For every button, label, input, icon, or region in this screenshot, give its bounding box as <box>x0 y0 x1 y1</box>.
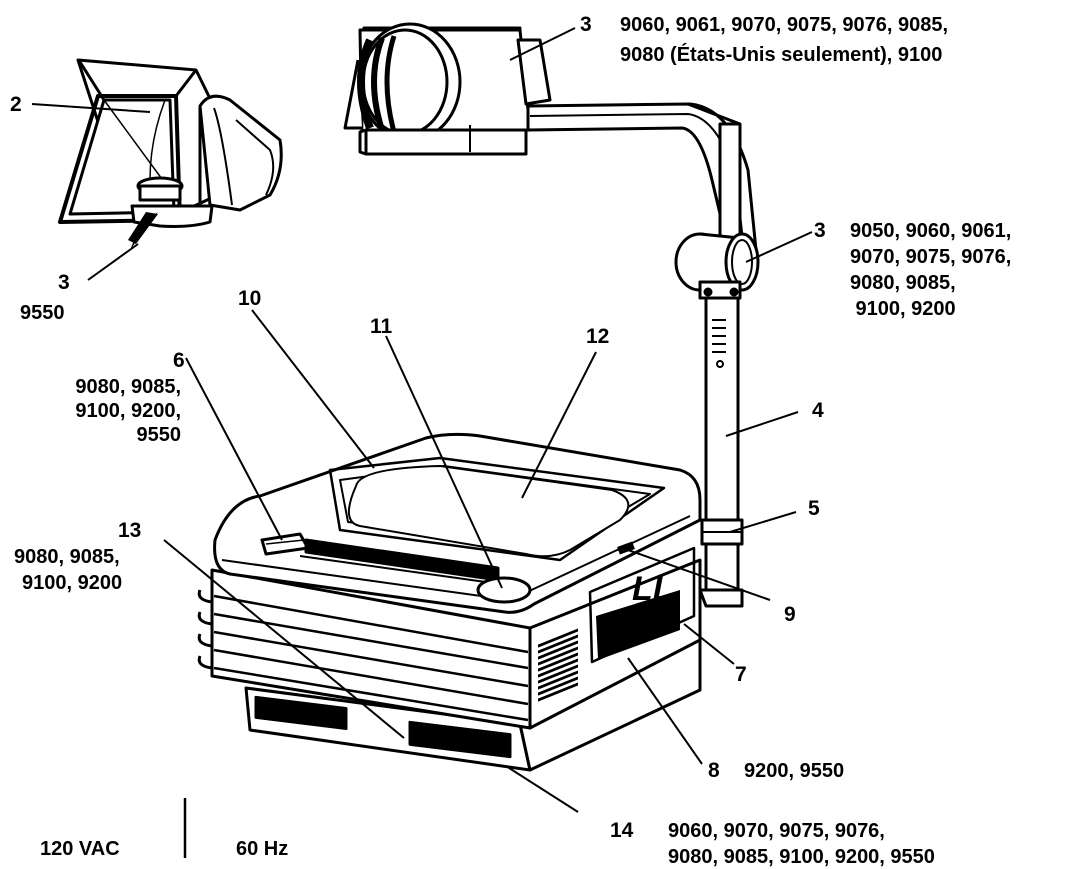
callout-8-models: 9200, 9550 <box>744 760 845 782</box>
frequency-label: 60 Hz <box>236 838 289 860</box>
callout-3-top: 3 <box>580 13 592 36</box>
callout-11: 11 <box>370 315 393 338</box>
callout-14-models-2: 9080, 9085, 9100, 9200, 9550 <box>668 846 935 868</box>
callout-6: 6 <box>173 349 185 372</box>
callout-3-top-models-2: 9080 (États-Unis seulement), 9100 <box>620 44 943 66</box>
support-arm <box>526 102 760 608</box>
callout-14: 14 <box>610 819 634 842</box>
callout-5: 5 <box>808 497 820 520</box>
callout-13: 13 <box>118 519 142 542</box>
callout-8: 8 <box>708 759 720 782</box>
callout-3-right-models-2: 9070, 9075, 9076, <box>850 246 1012 268</box>
callout-14-models-1: 9060, 9070, 9075, 9076, <box>668 820 885 842</box>
alt-projection-head <box>58 58 283 250</box>
callout-6-models-1: 9080, 9085, <box>75 376 181 398</box>
callout-12: 12 <box>586 325 610 348</box>
callout-3-top-models-1: 9060, 9061, 9070, 9075, 9076, 9085, <box>620 14 949 36</box>
callout-6-models-2: 9100, 9200, <box>75 400 181 422</box>
projector-base <box>197 432 702 772</box>
callout-3-right: 3 <box>814 219 826 242</box>
callout-2: 2 <box>10 93 22 116</box>
brand-logo: LL <box>632 570 674 608</box>
callout-4: 4 <box>812 399 824 422</box>
projection-head <box>343 22 552 156</box>
voltage-label: 120 VAC <box>40 838 120 860</box>
callout-13-models-2: 9100, 9200 <box>22 572 123 594</box>
callout-10: 10 <box>238 287 262 310</box>
callout-13-models-1: 9080, 9085, <box>14 546 120 568</box>
callout-leaders <box>31 27 813 858</box>
callout-3-left: 3 <box>58 271 70 294</box>
callout-6-models-3: 9550 <box>136 424 182 446</box>
callout-9: 9 <box>784 603 796 626</box>
callout-3-right-models-4: 9100, 9200 <box>850 298 956 320</box>
callout-3-left-models: 9550 <box>20 302 65 324</box>
callout-7: 7 <box>735 663 747 686</box>
callout-3-right-models-1: 9050, 9060, 9061, <box>850 220 1012 242</box>
callout-3-right-models-3: 9080, 9085, <box>850 272 956 294</box>
